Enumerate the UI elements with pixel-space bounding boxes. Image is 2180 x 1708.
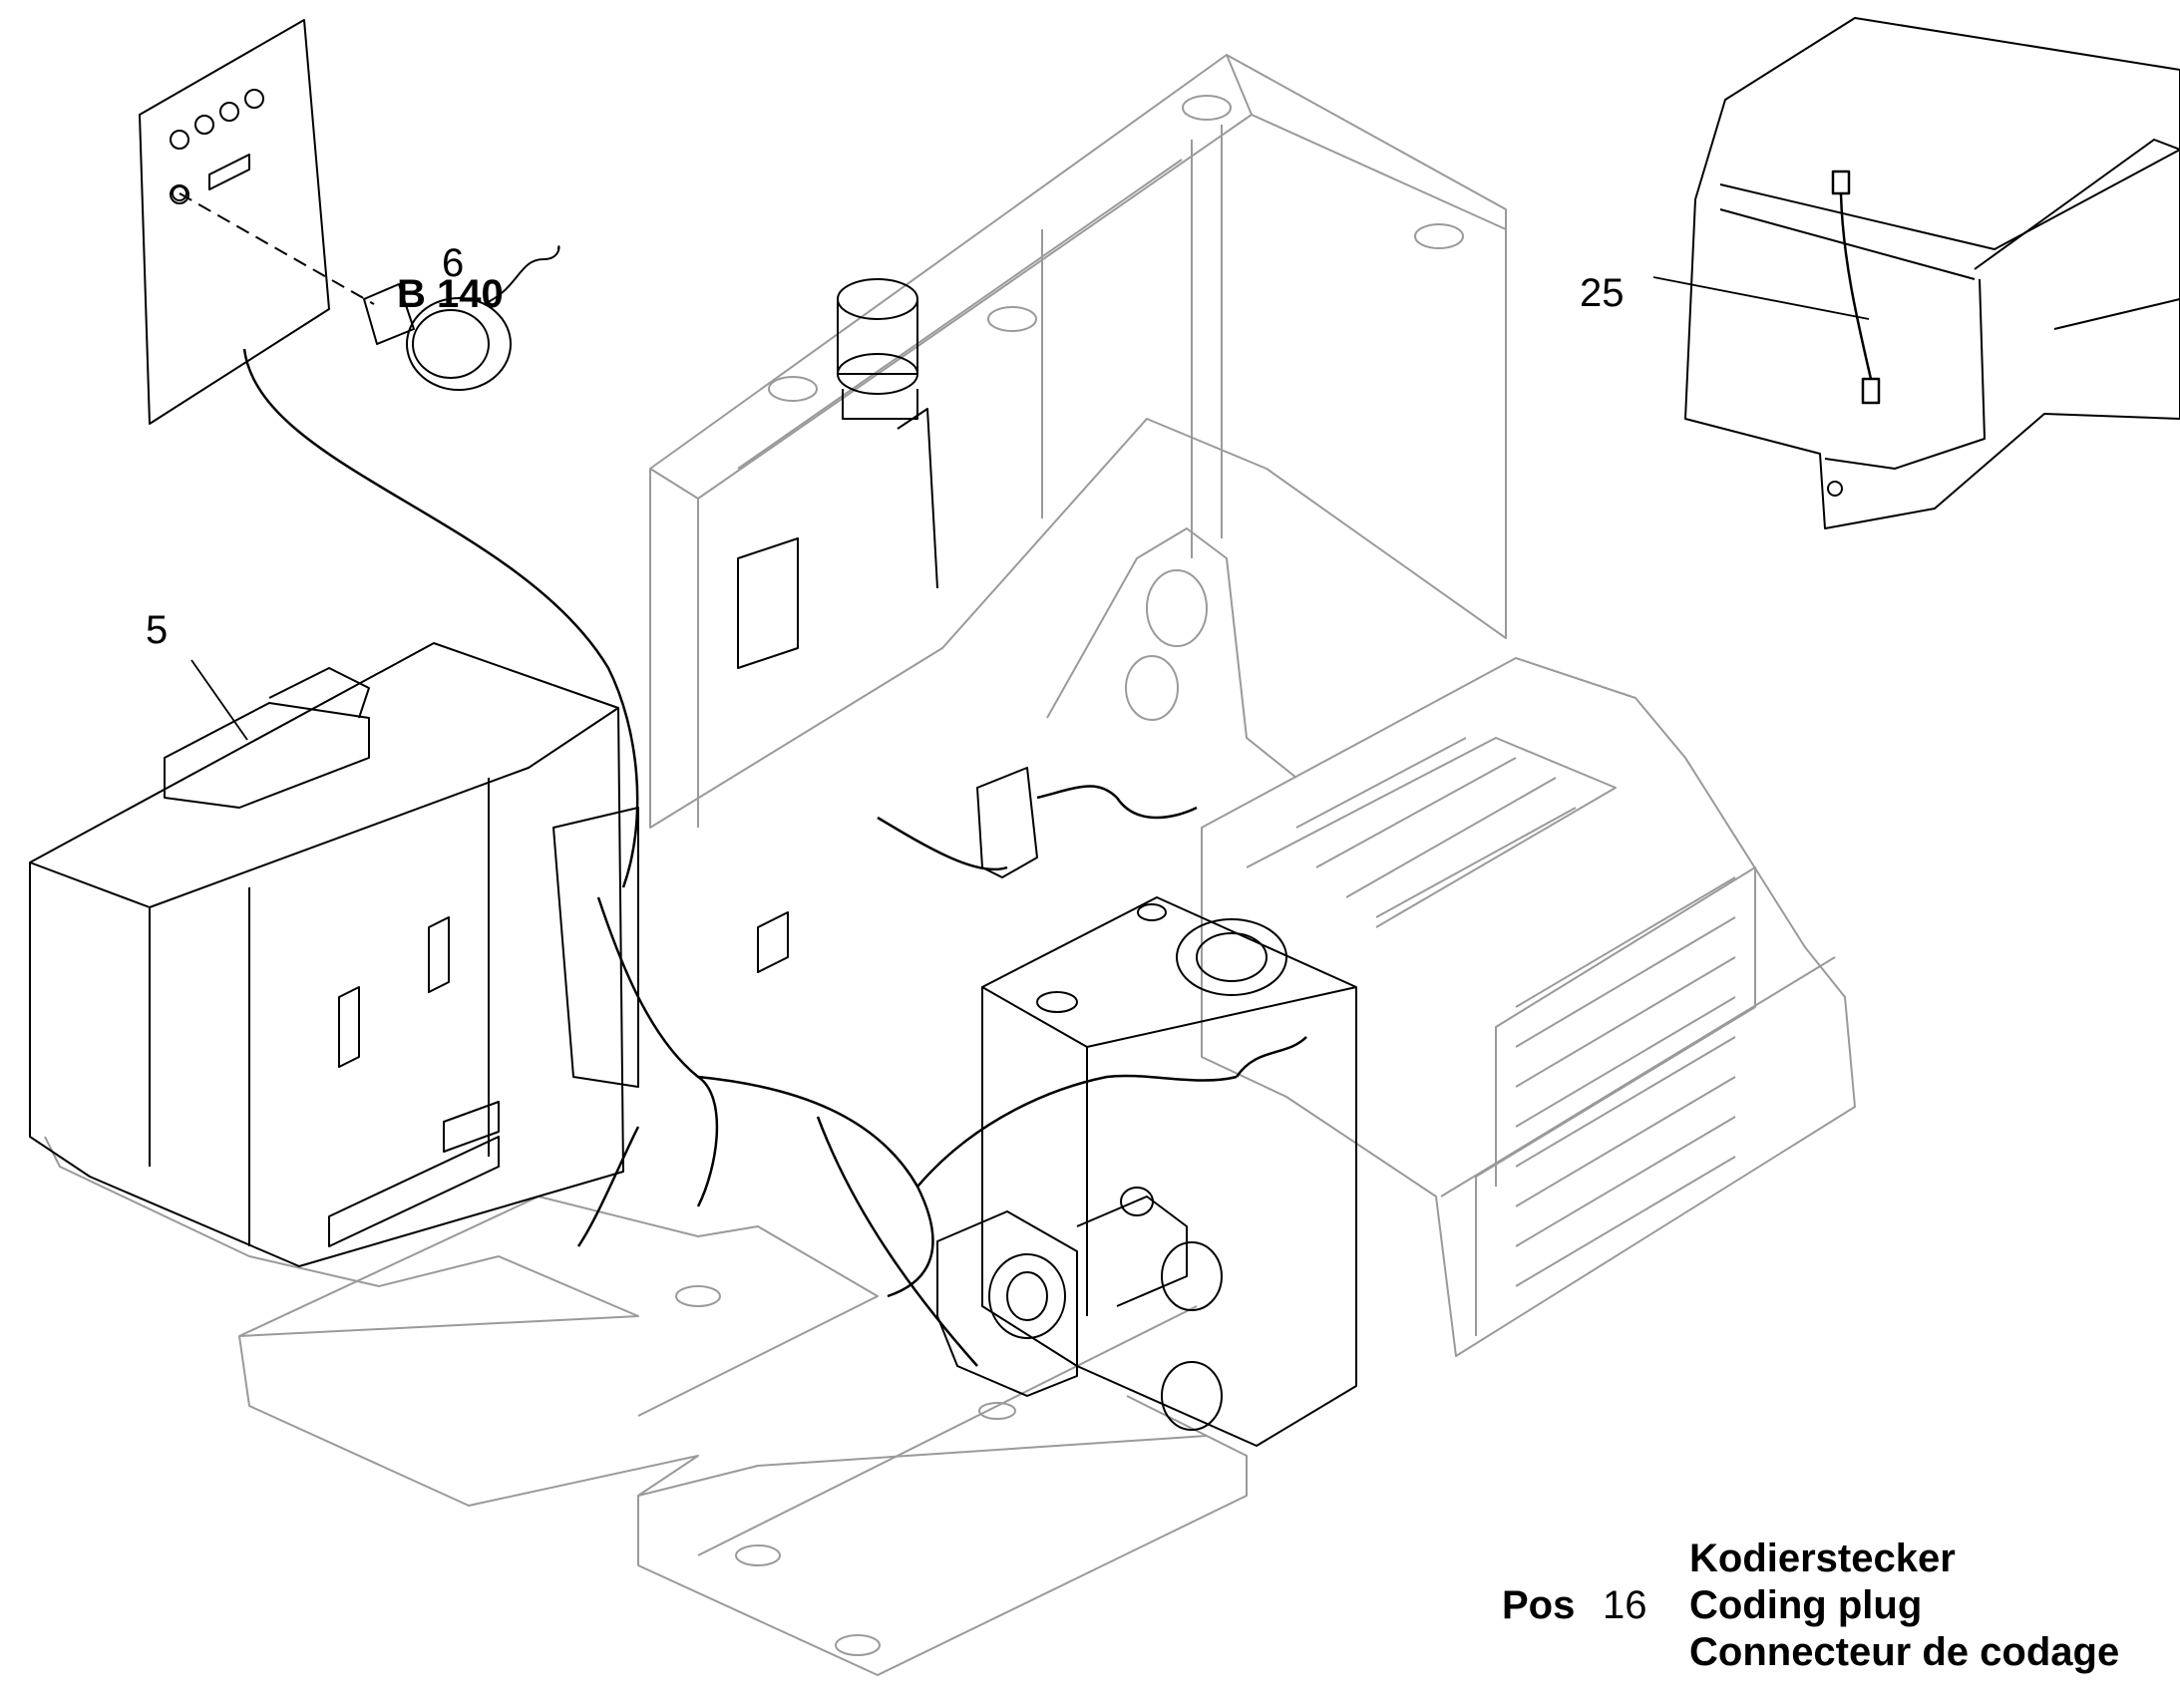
rear-frame	[649, 54, 1507, 829]
battery-box	[29, 642, 639, 1267]
leader-line-25	[1652, 276, 1870, 320]
callout-part-6: 6	[442, 241, 465, 285]
assembly-leader-dashed	[179, 192, 375, 305]
hydraulic-tank	[981, 896, 1357, 1447]
leader-line-5	[190, 659, 248, 741]
engine-hood	[1201, 657, 1856, 1357]
coding-plug-cable	[1831, 170, 1881, 405]
callout-part-5: 5	[146, 608, 169, 652]
legend-title-fr: Connecteur de codage	[1689, 1630, 2120, 1674]
inset-detail-frame	[1684, 17, 2180, 529]
valve-block-center	[737, 537, 1038, 973]
base-frame	[44, 1136, 1248, 1676]
legend-title-de: Kodierstecker	[1689, 1537, 1956, 1580]
horn-b140	[363, 245, 560, 391]
cable-harness	[242, 348, 1307, 1367]
legend-pos-label: Pos	[1502, 1583, 1576, 1627]
mounting-bolt-icon	[1827, 481, 1843, 497]
legend-title-en: Coding plug	[1689, 1583, 1923, 1627]
legend-pos-number: 16	[1603, 1583, 1647, 1627]
callout-part-6-code: B 140	[397, 272, 504, 316]
central-lube-pump	[837, 278, 938, 589]
boom-pivot	[1046, 527, 1297, 779]
dashboard-panel	[139, 19, 330, 425]
callout-part-25: 25	[1580, 271, 1625, 315]
